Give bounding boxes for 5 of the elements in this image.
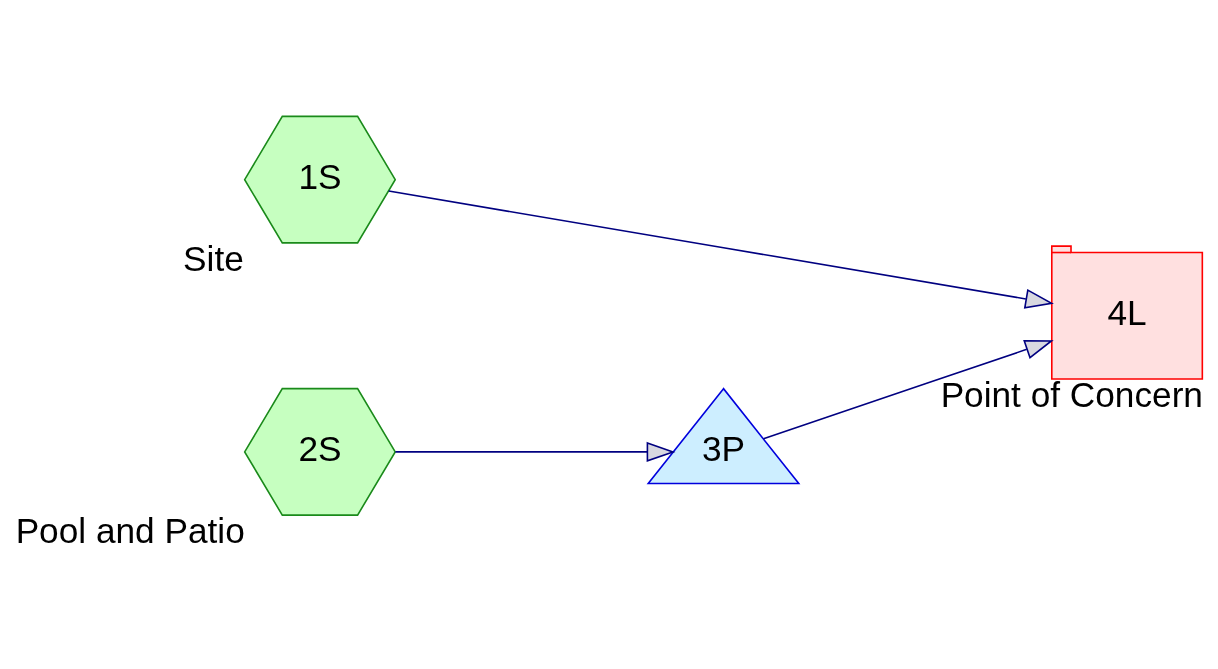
node-label: Pool and Patio [15, 510, 245, 550]
arrow [394, 441, 676, 462]
node-label: Site [183, 238, 244, 278]
arrow [762, 339, 1054, 440]
arrow [387, 189, 1054, 309]
